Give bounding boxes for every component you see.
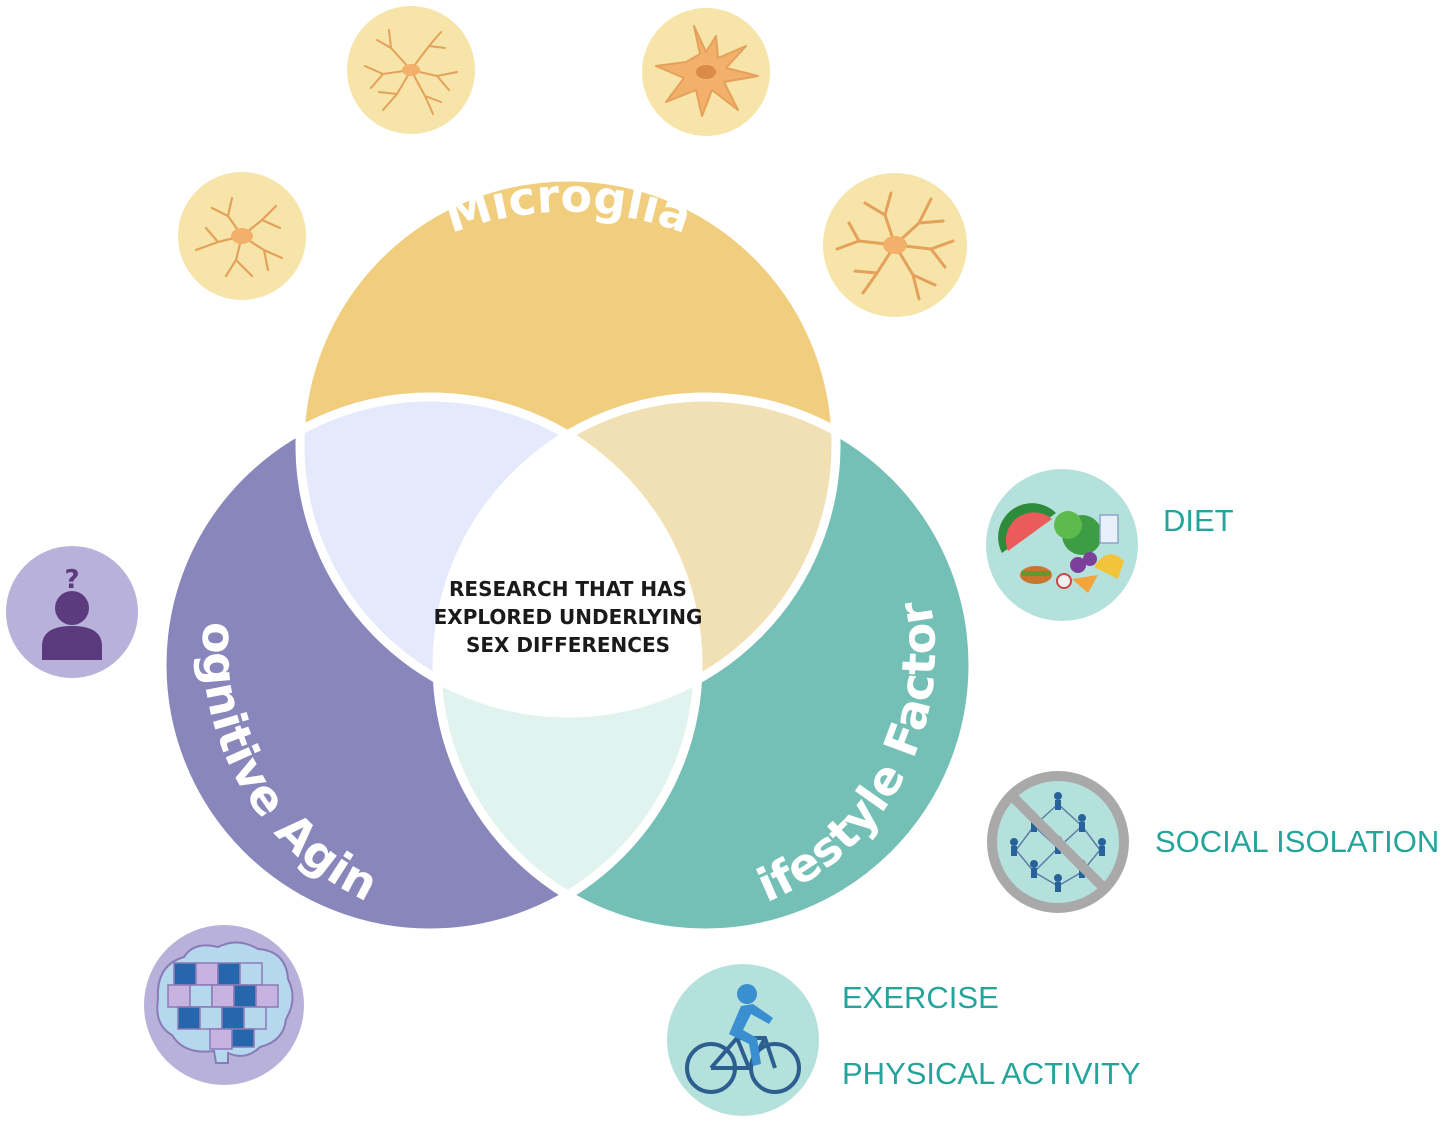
svg-text:RESEARCH THAT HAS: RESEARCH THAT HAS [449, 577, 687, 601]
person-question-icon: ? [6, 546, 138, 678]
svg-text:SEX DIFFERENCES: SEX DIFFERENCES [466, 633, 670, 657]
svg-text:EXPLORED UNDERLYING: EXPLORED UNDERLYING [434, 605, 703, 629]
overlap-center [437, 397, 698, 713]
cyclist-icon [667, 964, 819, 1116]
svg-text:?: ? [64, 565, 79, 595]
microglia-cell-ramified-icon [347, 6, 475, 134]
diet-label: DIET [1163, 503, 1234, 538]
social-isolation-label: SOCIAL ISOLATION [1155, 824, 1439, 859]
microglia-cell-small-icon [178, 172, 306, 300]
center-text: RESEARCH THAT HAS EXPLORED UNDERLYING SE… [434, 577, 703, 657]
microglia-cell-branched-icon [823, 173, 967, 317]
physical-activity-label: PHYSICAL ACTIVITY [842, 1056, 1141, 1091]
brain-puzzle-icon [144, 925, 304, 1085]
microglia-cell-amoeboid-icon [642, 8, 770, 136]
exercise-label: EXERCISE [842, 980, 999, 1015]
food-icon [986, 469, 1138, 621]
no-social-network-icon [987, 771, 1129, 913]
